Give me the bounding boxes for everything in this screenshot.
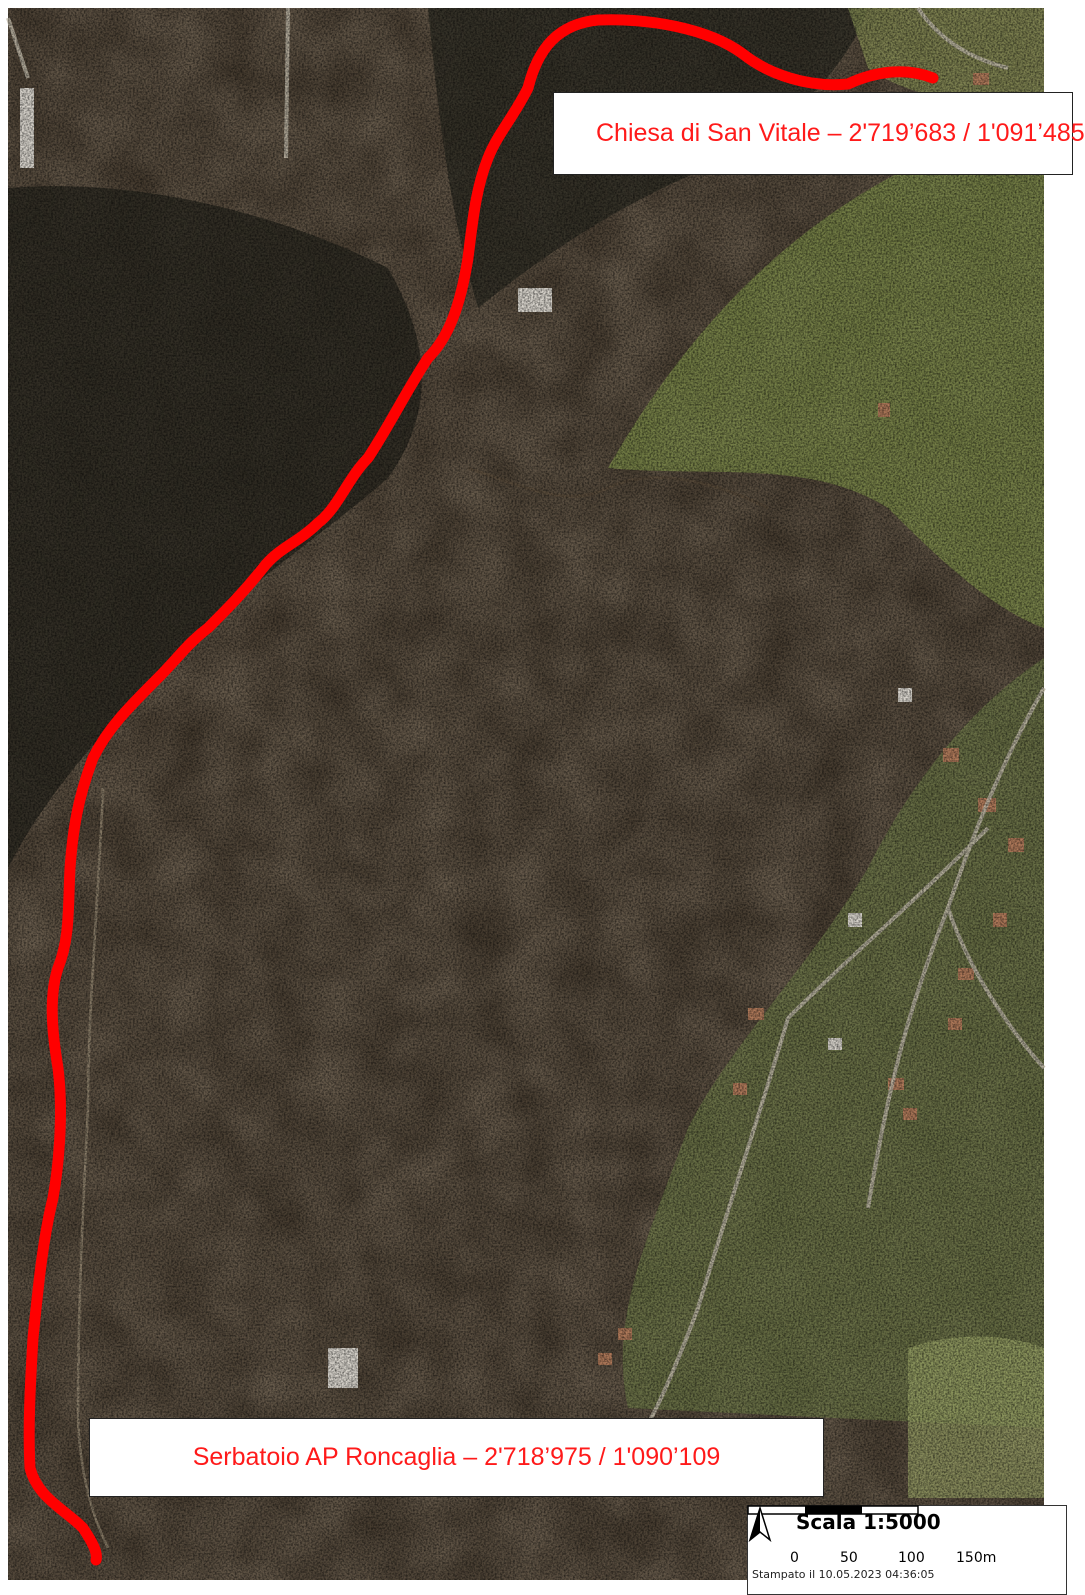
canopy-texture	[8, 8, 1044, 1580]
aerial-map[interactable]: Chiesa di San Vitale – 2'719’683 / 1'091…	[6, 6, 1085, 1595]
scale-tick-50: 50	[840, 1550, 858, 1566]
scale-tick-0: 0	[790, 1550, 799, 1566]
callout-end-text: Serbatoio AP Roncaglia – 2'718’975 / 1'0…	[192, 1443, 721, 1471]
callout-end-location: Serbatoio AP Roncaglia – 2'718’975 / 1'0…	[89, 1418, 824, 1497]
scale-box: Scala 1:5000 0 50 100 150m Stampato il 1…	[747, 1505, 1067, 1595]
north-arrow-icon	[748, 1505, 772, 1543]
callout-start-location: Chiesa di San Vitale – 2'719’683 / 1'091…	[553, 92, 1085, 175]
scale-tick-100: 100	[898, 1550, 925, 1566]
print-stamp: Stampato il 10.05.2023 04:36:05	[752, 1568, 935, 1581]
scale-tick-150: 150m	[956, 1550, 997, 1566]
map-canvas	[6, 6, 1046, 1580]
scale-bar	[747, 1505, 919, 1515]
route-line	[23, 14, 939, 1566]
callout-start-text: Chiesa di San Vitale – 2'719’683 / 1'091…	[596, 119, 1085, 147]
